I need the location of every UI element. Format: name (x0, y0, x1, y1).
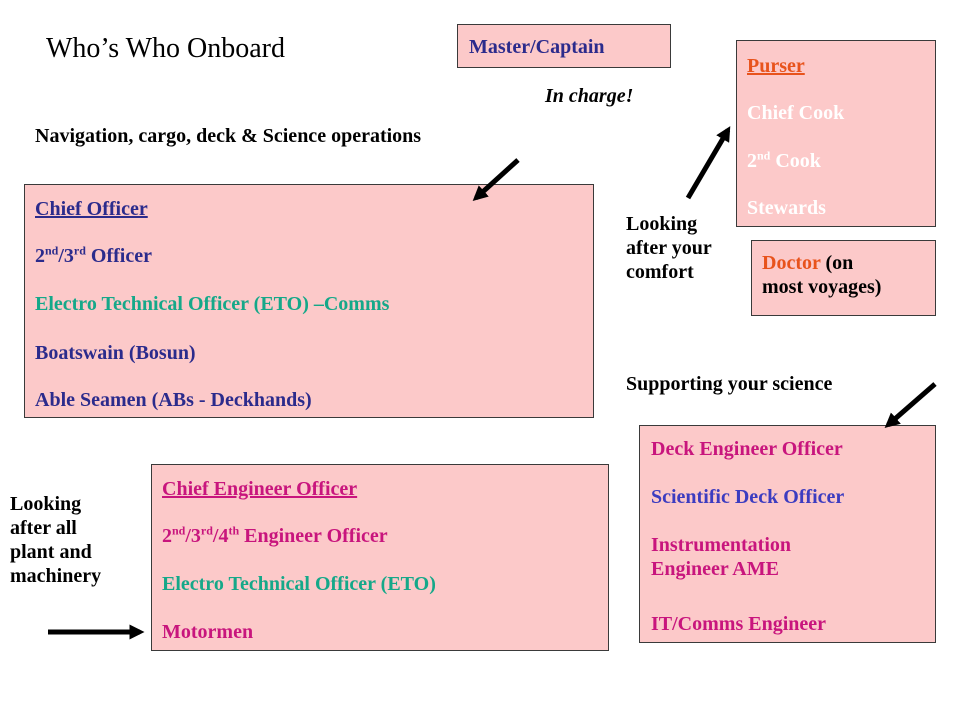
science-caption: Supporting your science (626, 373, 833, 395)
deck-eto-label: Electro Technical Officer (ETO) –Comms (35, 293, 390, 315)
second-cook-label: 2nd Cook (747, 148, 821, 172)
bosun-label: Boatswain (Bosun) (35, 342, 196, 364)
engine-caption: Looking after all plant and machinery (10, 493, 102, 587)
engine-department-box: Chief Engineer Officer 2nd/3rd/4th Engin… (151, 464, 609, 651)
engineer-officers-label: 2nd/3rd/4th Engineer Officer (162, 523, 388, 547)
deck-caption: Navigation, cargo, deck & Science operat… (35, 125, 422, 147)
doctor-label: Doctor (on (762, 252, 854, 274)
doctor-note: most voyages) (762, 276, 882, 298)
engine-eto-label: Electro Technical Officer (ETO) (162, 573, 436, 595)
comfort-caption: Looking after your comfort (626, 213, 712, 283)
hotel-arrow (685, 126, 731, 200)
deck-officers-label: 2nd/3rd Officer (35, 243, 152, 267)
scientific-deck-officer-label: Scientific Deck Officer (651, 486, 845, 508)
deck-engineer-label: Deck Engineer Officer (651, 438, 843, 460)
hotel-department-box: Purser Chief Cook 2nd Cook Stewards (736, 40, 936, 227)
doctor-box: Doctor (on most voyages) (751, 240, 936, 316)
purser-label: Purser (747, 55, 805, 77)
page-title: Who’s Who Onboard (46, 33, 285, 64)
chief-engineer-label: Chief Engineer Officer (162, 478, 358, 500)
science-department-box: Deck Engineer Officer Scientific Deck Of… (639, 425, 936, 643)
master-captain-box: Master/Captain (457, 24, 671, 68)
chief-cook-label: Chief Cook (747, 102, 845, 124)
motormen-label: Motormen (162, 621, 254, 643)
able-seamen-label: Able Seamen (ABs - Deckhands) (35, 389, 312, 411)
deck-arrow (472, 158, 520, 202)
deck-department-box: Chief Officer 2nd/3rd Officer Electro Te… (24, 184, 594, 418)
stewards-label: Stewards (747, 197, 826, 219)
chief-officer-label: Chief Officer (35, 198, 148, 220)
master-captain-label: Master/Captain (469, 36, 605, 58)
it-comms-label: IT/Comms Engineer (651, 613, 826, 635)
in-charge-note: In charge! (545, 85, 634, 107)
instrumentation-engineer-label: Instrumentation Engineer AME (651, 534, 792, 580)
science-arrow (884, 382, 937, 428)
